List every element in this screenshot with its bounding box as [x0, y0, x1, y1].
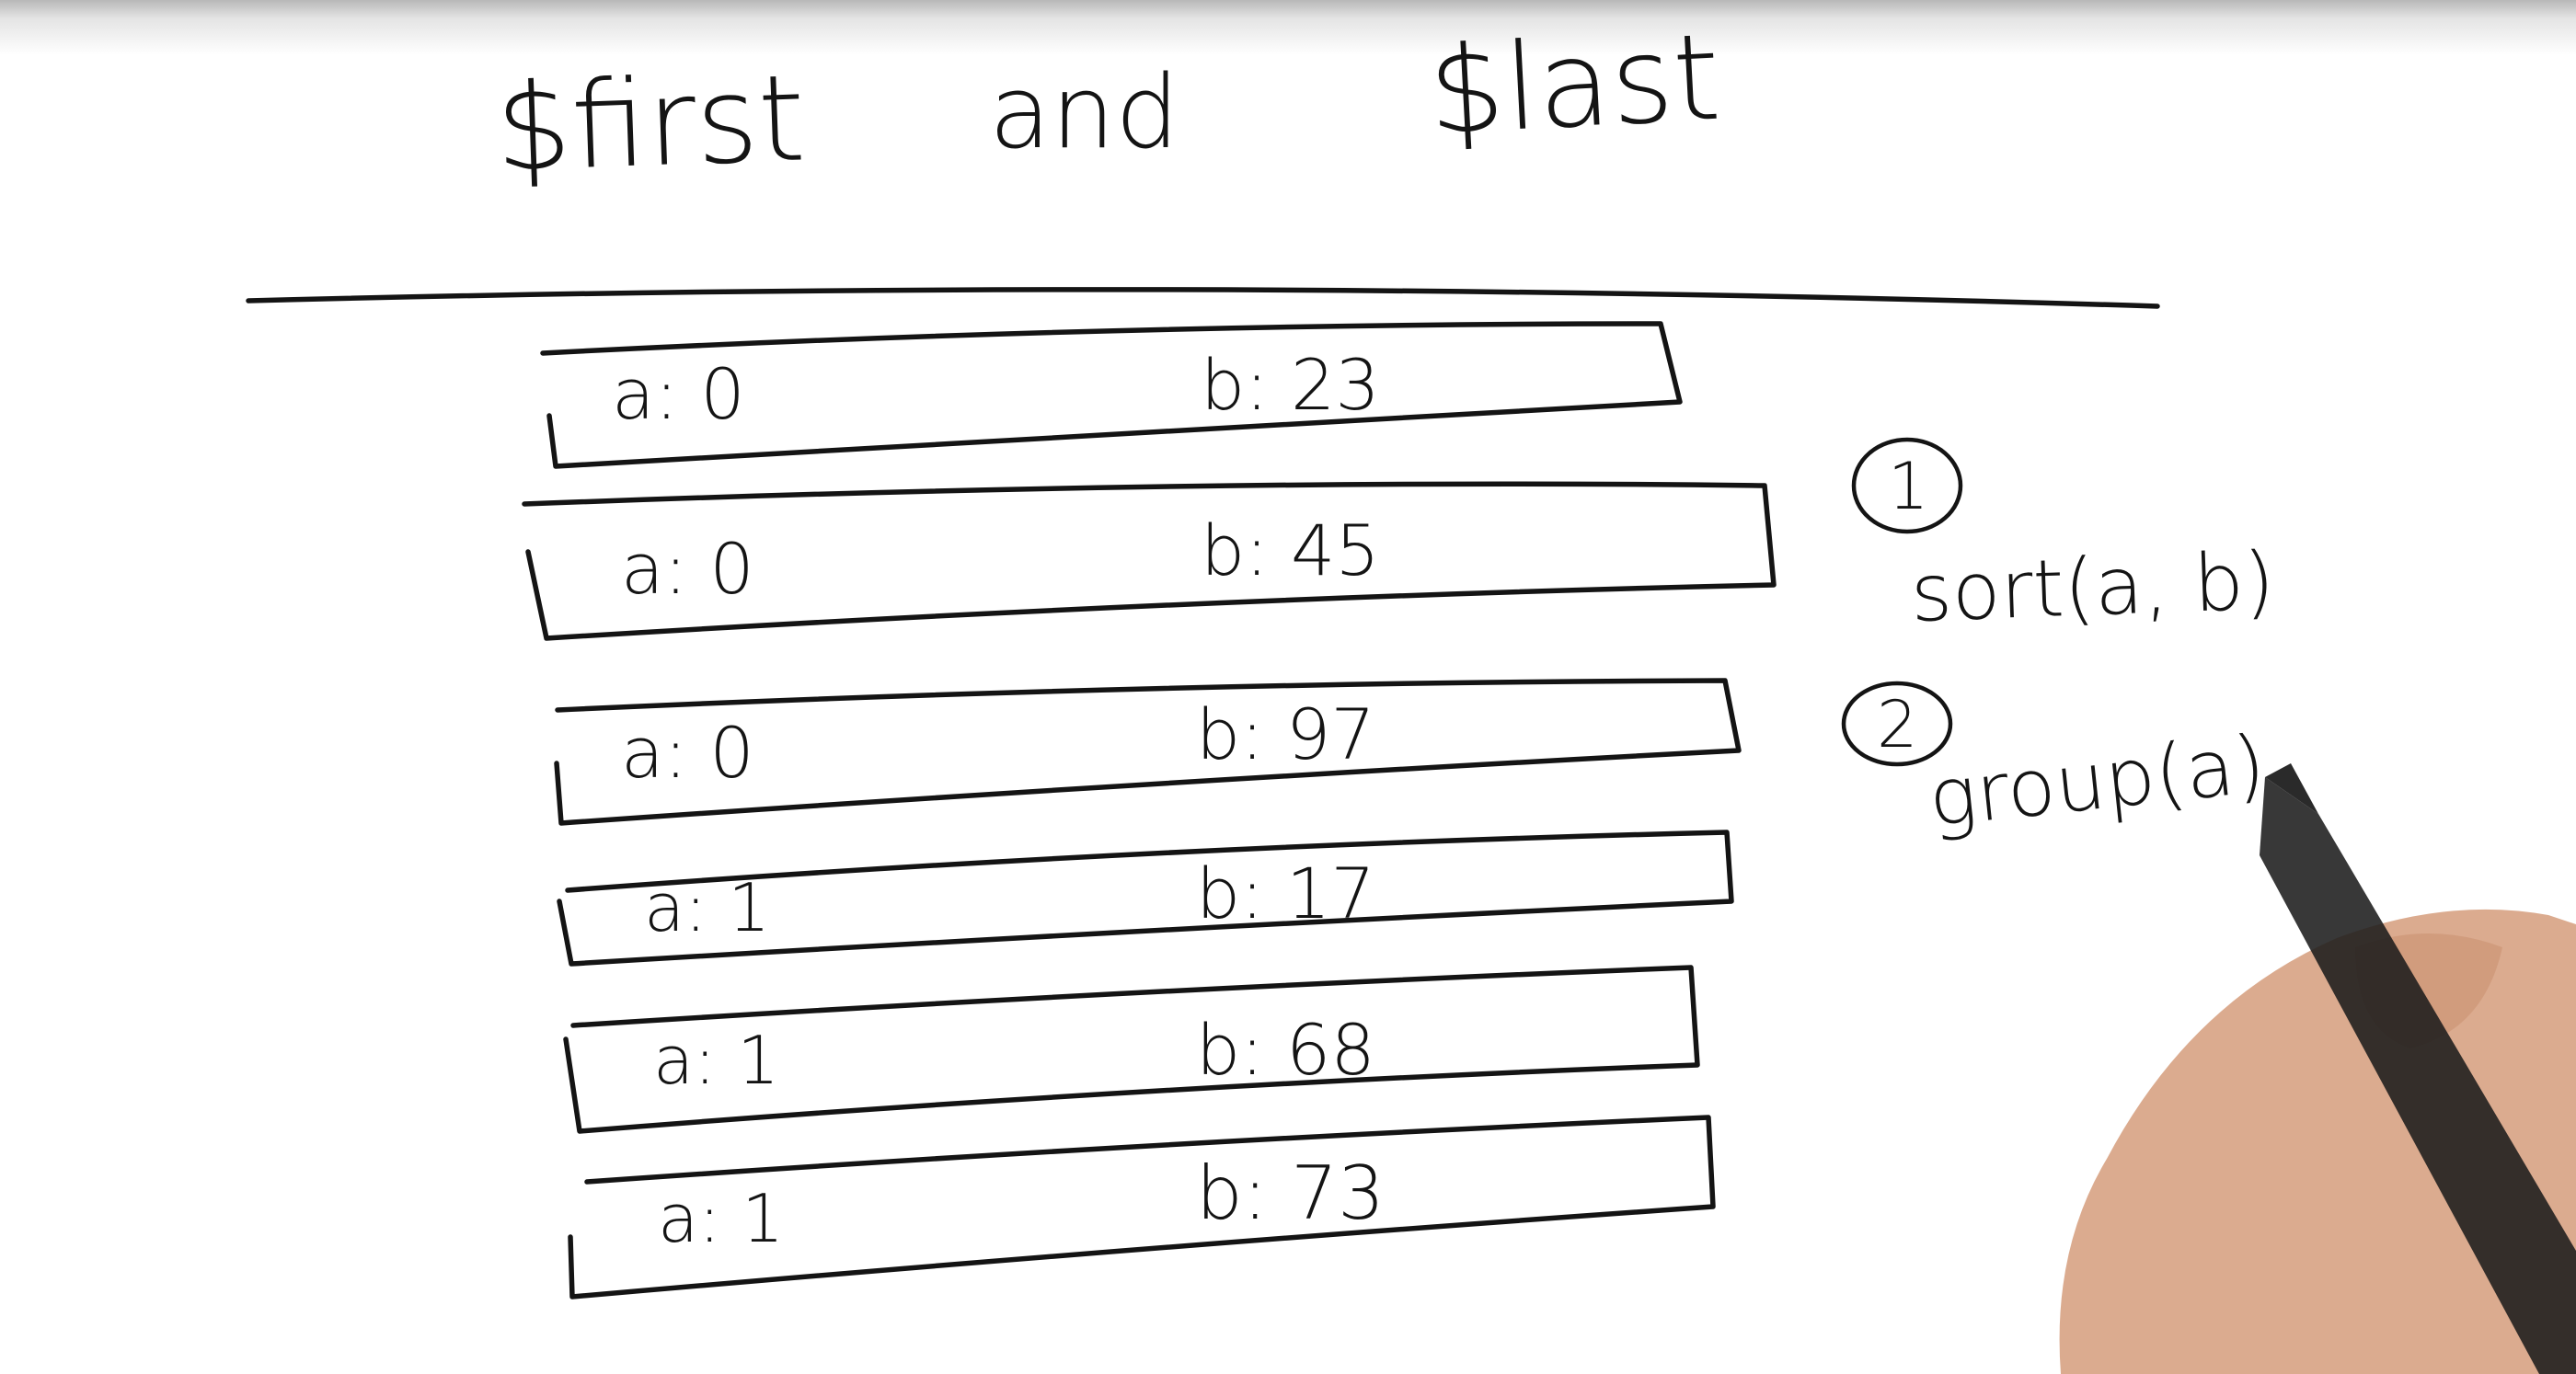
- document-box: [563, 965, 1700, 1134]
- title-and: and: [989, 53, 1179, 171]
- step-number-circle: [1851, 437, 1963, 534]
- marker-pen: [2260, 777, 2576, 1374]
- step-label: sort(a, b): [1909, 535, 2276, 640]
- hand-with-marker-illustration: [2059, 763, 2576, 1374]
- step-label: group(a): [1925, 718, 2270, 845]
- document-row-6: a: 1 b: 73: [568, 1115, 1716, 1300]
- marker-tip: [2265, 763, 2318, 814]
- field-a: a: 1: [658, 1180, 784, 1257]
- field-a: a: 0: [621, 528, 754, 610]
- divider-line: [246, 287, 2160, 309]
- step-number: 2: [1877, 687, 1918, 762]
- field-a: a: 1: [644, 869, 770, 946]
- field-b: b: 23: [1201, 344, 1380, 426]
- step-number-circle: [1841, 681, 1953, 767]
- field-b: b: 97: [1196, 693, 1375, 775]
- document-box: [554, 678, 1742, 826]
- document-row-2: a: 0 b: 45: [522, 481, 1777, 641]
- field-b: b: 68: [1196, 1009, 1375, 1091]
- document-box: [568, 1115, 1716, 1300]
- document-box: [522, 481, 1777, 641]
- document-row-3: a: 0 b: 97: [554, 678, 1742, 826]
- step-2: 2 group(a): [1841, 681, 2270, 845]
- document-list: a: 0 b: 23 a: 0 b: 45 a: 0 b: 97 a: 1 b:…: [522, 321, 1777, 1300]
- title-first: $first: [493, 48, 808, 199]
- document-row-5: a: 1 b: 68: [563, 965, 1700, 1134]
- title: $first and $last: [493, 7, 1724, 199]
- step-number: 1: [1888, 449, 1929, 524]
- document-row-1: a: 0 b: 23: [540, 321, 1683, 469]
- document-box: [540, 321, 1683, 469]
- field-a: a: 0: [612, 353, 745, 435]
- document-row-4: a: 1 b: 17: [557, 830, 1734, 967]
- pipeline-steps: 1 sort(a, b) 2 group(a): [1841, 437, 2276, 845]
- field-b: b: 17: [1196, 853, 1375, 934]
- field-b: b: 45: [1201, 510, 1380, 591]
- step-1: 1 sort(a, b): [1851, 437, 2276, 640]
- title-last: $last: [1425, 7, 1724, 162]
- field-a: a: 0: [621, 712, 754, 794]
- field-b: b: 73: [1196, 1151, 1385, 1236]
- document-box: [557, 830, 1734, 967]
- field-a: a: 1: [653, 1022, 779, 1099]
